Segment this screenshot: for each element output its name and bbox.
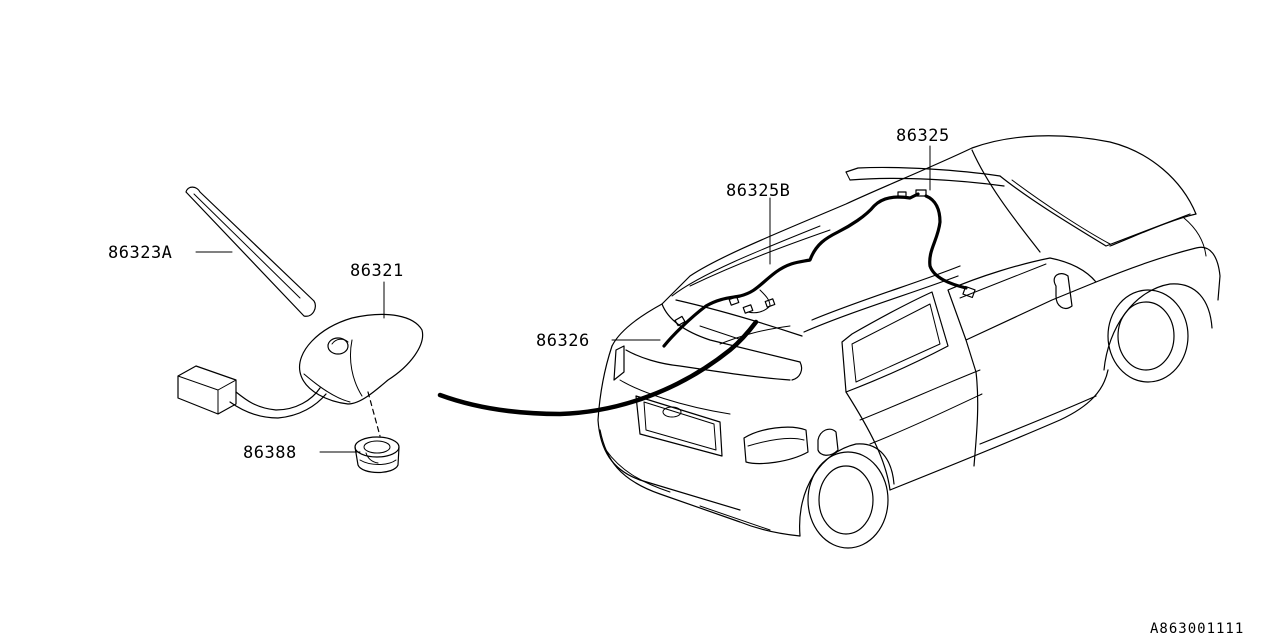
antenna-base[interactable]: [177, 313, 424, 437]
label-86321: 86321: [350, 261, 404, 281]
label-86388: 86388: [243, 443, 297, 463]
vehicle-outline: [597, 135, 1221, 549]
diagram-code: A863001111: [1150, 621, 1244, 637]
grommet[interactable]: [354, 436, 400, 474]
label-86325: 86325: [896, 126, 950, 146]
leader-lines: [195, 145, 931, 453]
label-86326: 86326: [536, 331, 590, 351]
label-86323A: 86323A: [108, 243, 172, 263]
feeder-cable-main[interactable]: [437, 319, 759, 417]
roof-harness[interactable]: [662, 189, 976, 348]
antenna-rod[interactable]: [185, 186, 316, 317]
label-86325B: 86325B: [726, 181, 790, 201]
